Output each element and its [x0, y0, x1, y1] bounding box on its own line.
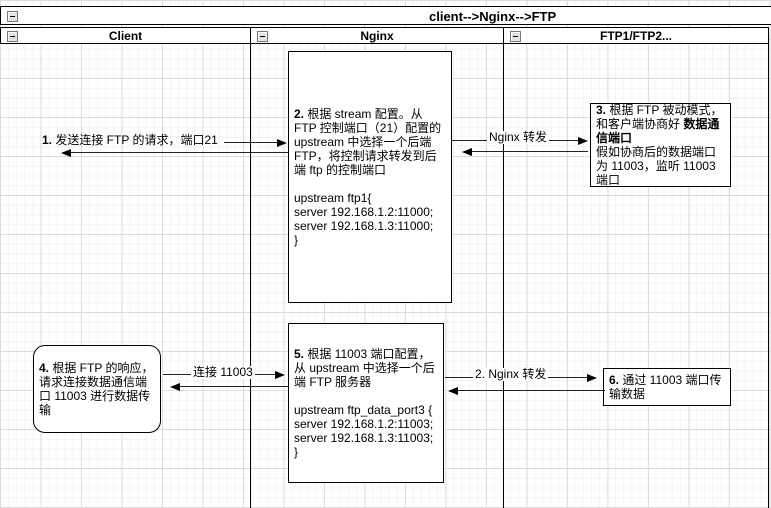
step4-number: 4.	[39, 361, 50, 375]
step5-text: 根据 11003 端口配置，从 upstream 中选择一个后端 FTP 服务器	[294, 347, 435, 389]
arrowhead-right-icon	[578, 137, 588, 145]
arrowhead-right-icon	[277, 139, 287, 147]
minus-glyph	[260, 35, 265, 37]
arrowhead-right-icon	[275, 371, 285, 379]
arrow-label-connect-11003: 连接 11003	[191, 365, 255, 379]
node-step5-nginx-data-port-config[interactable]: 5. 根据 11003 端口配置，从 upstream 中选择一个后端 FTP …	[288, 323, 444, 483]
arrow-ftp-return-data[interactable]	[457, 390, 605, 391]
arrowhead-left-icon	[462, 148, 472, 156]
node-step6-ftp-data-transfer[interactable]: 6. 通过 11003 端口传输数据	[603, 368, 731, 406]
collapse-client-icon[interactable]	[7, 30, 18, 42]
lane-divider-client-nginx	[250, 27, 251, 508]
step3-text2: 假如协商后的数据端口为 11003，监听 11003 端口	[596, 145, 717, 187]
lane-header-row: Client Nginx FTP1/FTP2...	[0, 27, 769, 44]
lane-header-nginx: Nginx	[251, 28, 504, 43]
step2-number: 2.	[294, 107, 305, 121]
step3-text: 根据 FTP 被动模式，和客户端协商好	[596, 103, 723, 131]
node-step4-client-data-request[interactable]: 4. 根据 FTP 的响应，请求连接数据通信端口 11003 进行数据传输	[33, 345, 161, 433]
step6-text: 通过 11003 端口传输数据	[609, 373, 722, 401]
arrow-client-to-nginx[interactable]	[224, 142, 278, 143]
lane-label-ftp: FTP1/FTP2...	[599, 28, 672, 43]
minus-glyph	[10, 35, 15, 37]
lane-divider-right-edge	[768, 27, 769, 508]
step1-number: 1.	[42, 133, 53, 147]
arrow-ftp-to-nginx-return[interactable]	[471, 151, 588, 152]
lane-divider-nginx-ftp	[503, 27, 504, 508]
step4-text: 根据 FTP 的响应，请求连接数据通信端口 11003 进行数据传输	[39, 361, 154, 417]
step2-text: 根据 stream 配置。从 FTP 控制端口（21）配置的 upstream …	[294, 107, 442, 177]
step3-number: 3.	[596, 103, 607, 117]
minus-glyph	[10, 15, 15, 17]
step1-text: 发送连接 FTP 的请求，端口21	[52, 133, 218, 147]
arrowhead-right-icon	[587, 374, 597, 382]
collapse-title-icon[interactable]	[7, 10, 18, 22]
title-row: client-->Nginx-->FTP	[0, 6, 771, 25]
step6-number: 6.	[609, 373, 620, 387]
lane-header-ftp: FTP1/FTP2...	[504, 28, 768, 43]
arrow-label-nginx-forward-2: 2. Nginx 转发	[473, 367, 549, 381]
arrow-nginx-to-client-return[interactable]	[70, 152, 288, 153]
step5-upstream-config: upstream ftp_data_port3 { server 192.168…	[294, 403, 434, 459]
arrow-nginx-return-11003[interactable]	[179, 386, 288, 387]
step5-number: 5.	[294, 347, 305, 361]
lane-label-client: Client	[108, 28, 143, 43]
step3-bold-text: 数据通信端口	[596, 117, 720, 145]
arrowhead-left-icon	[448, 387, 458, 395]
arrowhead-left-icon	[61, 149, 71, 157]
arrow-label-nginx-forward: Nginx 转发	[487, 130, 550, 144]
arrowhead-left-icon	[170, 383, 180, 391]
lane-header-client: Client	[1, 28, 251, 43]
collapse-ftp-icon[interactable]	[510, 30, 521, 42]
node-step2-nginx-stream-config[interactable]: 2. 根据 stream 配置。从 FTP 控制端口（21）配置的 upstre…	[288, 51, 452, 303]
minus-glyph	[513, 35, 518, 37]
collapse-nginx-icon[interactable]	[257, 30, 268, 42]
node-step3-ftp-passive-mode[interactable]: 3. 根据 FTP 被动模式，和客户端协商好 数据通信端口 假如协商后的数据端口…	[590, 103, 731, 187]
arrow-label-step1: 1. 发送连接 FTP 的请求，端口21	[42, 134, 218, 147]
step2-upstream-config: upstream ftp1{ server 192.168.1.2:11000;…	[294, 191, 434, 247]
diagram-title: client-->Nginx-->FTP	[429, 9, 557, 24]
lane-label-nginx: Nginx	[360, 28, 394, 43]
